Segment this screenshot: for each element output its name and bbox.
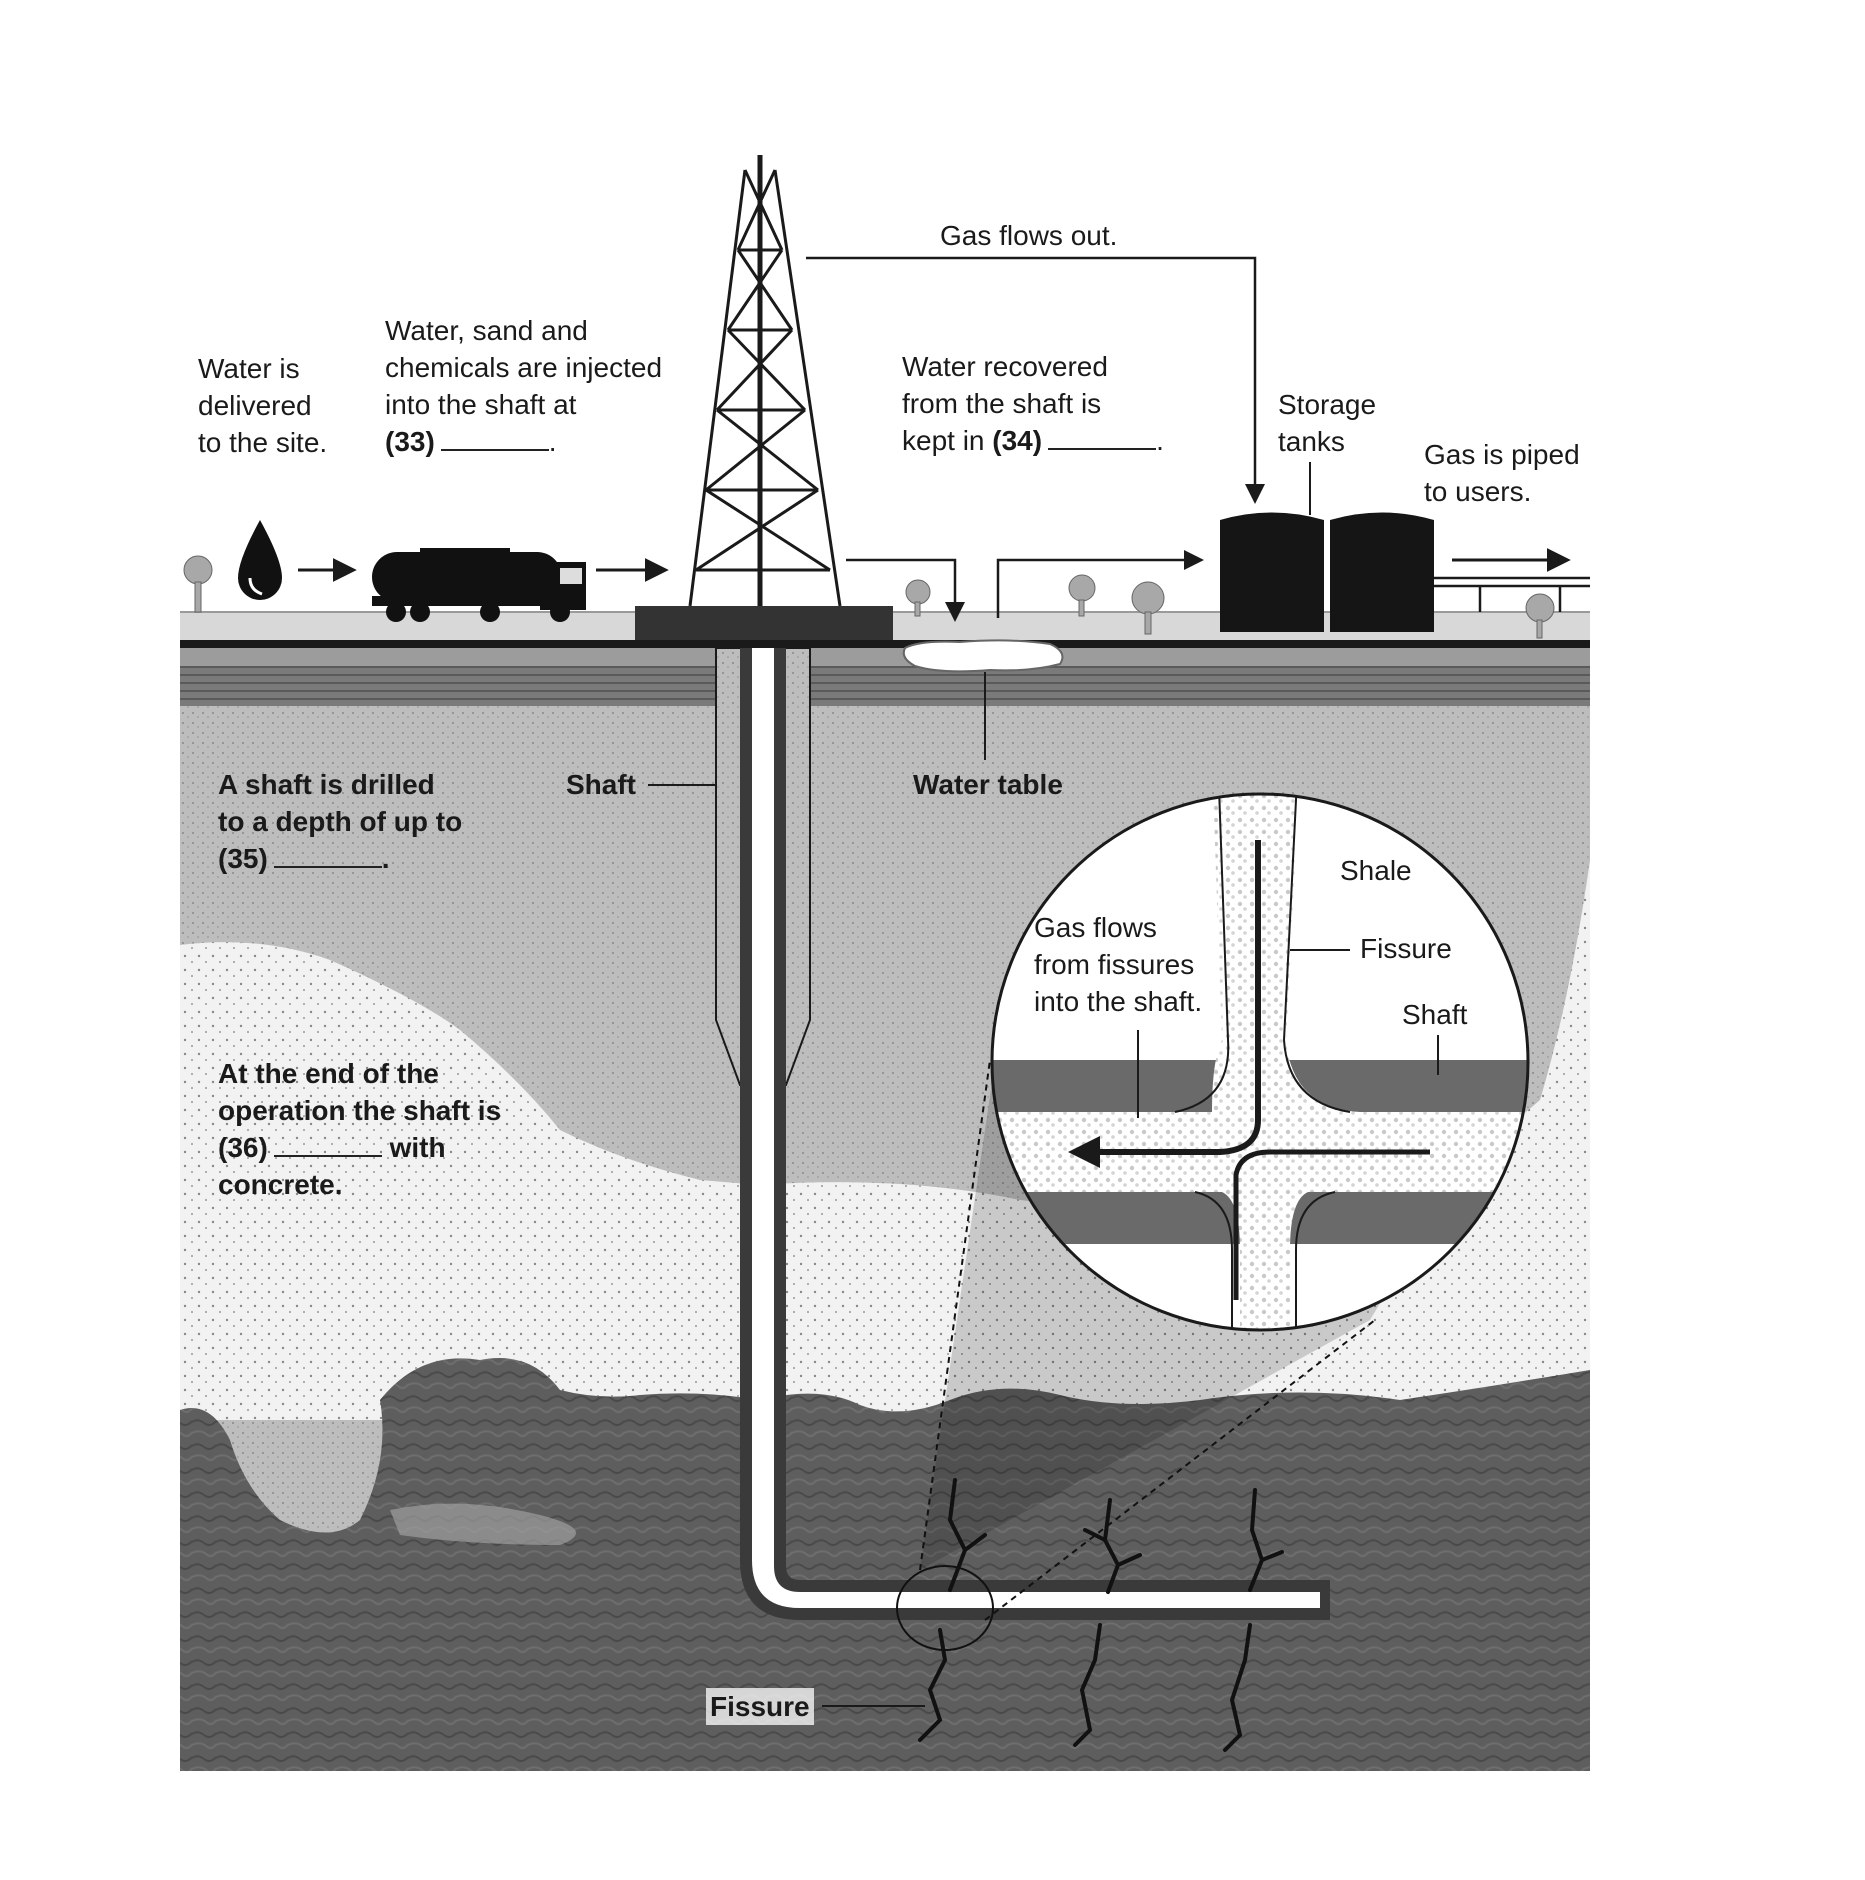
label-shaft: Shaft: [566, 769, 636, 800]
water-drop-icon: [238, 520, 282, 600]
question-number-33: (33): [385, 426, 435, 457]
label-shaft-drilled: A shaft is drilled to a depth of up to (…: [218, 766, 462, 877]
label-line: with: [389, 1132, 446, 1163]
label-water-table: Water table: [913, 769, 1063, 800]
label-end-operation: At the end of the operation the shaft is…: [218, 1055, 501, 1203]
label-gas-piped: Gas is piped to users.: [1424, 436, 1580, 510]
label-line: operation the shaft is: [218, 1095, 502, 1126]
pipeline: [1434, 576, 1590, 612]
answer-blank-36[interactable]: [273, 1131, 382, 1157]
label-storage-tanks: Storage tanks: [1278, 386, 1376, 460]
label-line: to users.: [1424, 476, 1532, 507]
rock-highlight: [390, 1503, 576, 1545]
label-line: Storage: [1278, 389, 1377, 420]
label-line: A shaft is drilled: [218, 769, 435, 800]
strata-band: [180, 666, 1590, 706]
label-inset-fissure: Fissure: [1360, 933, 1452, 964]
label-line-question: (35).: [218, 842, 390, 874]
label-line: from fissures: [1034, 949, 1195, 980]
label-line: to a depth of up to: [218, 806, 463, 837]
label-line: kept in: [902, 425, 985, 456]
label-line-question: (36) with: [218, 1129, 501, 1166]
tree-icon: [183, 555, 1555, 639]
water-recovery-line: [846, 558, 965, 622]
label-line-question: (33).: [385, 425, 557, 457]
label-line: chemicals are injected: [385, 352, 663, 383]
fissure-cracks: [918, 1478, 1284, 1752]
question-number-35: (35): [218, 843, 268, 874]
label-line: delivered: [198, 390, 312, 421]
water-to-tanks-line: [996, 550, 1204, 618]
question-number-36: (36): [218, 1132, 268, 1163]
label-gas-flows-out: Gas flows out.: [940, 220, 1118, 251]
label-line: from the shaft is: [902, 388, 1102, 419]
label-line: Water is: [198, 353, 300, 384]
inset-magnified: [990, 792, 1530, 1332]
label-line-question: kept in (34).: [902, 424, 1164, 456]
label-line: Gas flows: [1034, 912, 1157, 943]
surface-line: [180, 640, 1590, 648]
answer-blank-35[interactable]: [273, 842, 382, 868]
derrick-tower: [688, 155, 842, 607]
gas-flow-line: [806, 256, 1265, 504]
label-inset-shaft: Shaft: [1402, 999, 1468, 1030]
label-line: At the end of the: [218, 1058, 439, 1089]
label-line: Water recovered: [902, 351, 1108, 382]
label-water-delivered: Water is delivered to the site.: [198, 350, 327, 461]
label-water-recovered: Water recovered from the shaft is kept i…: [902, 348, 1164, 459]
answer-blank-34[interactable]: [1048, 424, 1157, 450]
label-inset-gas-flows: Gas flows from fissures into the shaft.: [1034, 909, 1202, 1020]
shale-rock: [180, 1358, 1590, 1771]
label-fissure-bottom: Fissure: [706, 1688, 814, 1725]
tanker-truck-icon: [372, 548, 586, 622]
water-pond: [902, 639, 1064, 673]
label-line: into the shaft.: [1034, 986, 1203, 1017]
label-injected: Water, sand and chemicals are injected i…: [385, 312, 662, 460]
label-inset-shale: Shale: [1340, 855, 1412, 886]
label-line: to the site.: [198, 427, 328, 458]
label-line: concrete.: [218, 1169, 343, 1200]
storage-tanks-icon: [1220, 512, 1434, 632]
label-line: into the shaft at: [385, 389, 577, 420]
question-number-34: (34): [992, 425, 1043, 456]
label-line: Water, sand and: [385, 315, 588, 346]
answer-blank-33[interactable]: [440, 425, 549, 451]
drill-pad: [635, 606, 893, 640]
label-line: tanks: [1278, 426, 1345, 457]
label-line: Gas is piped: [1424, 439, 1580, 470]
